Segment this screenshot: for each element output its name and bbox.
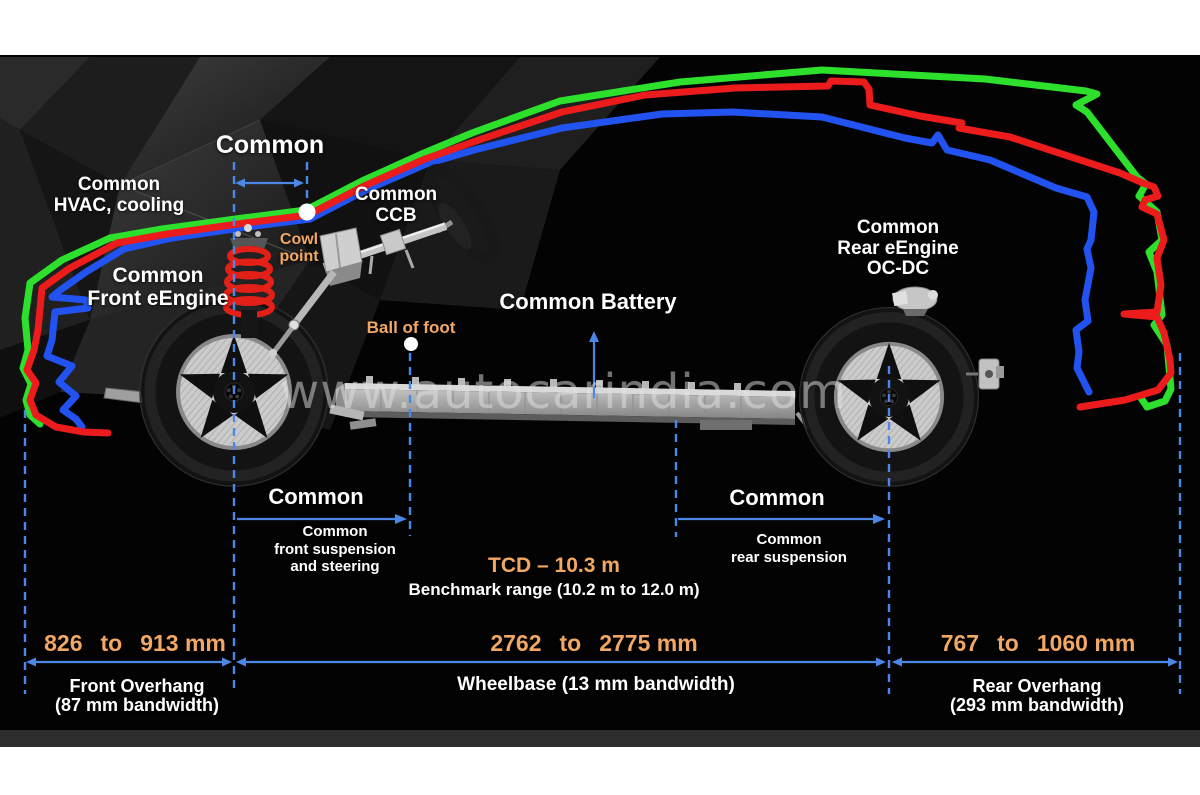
watermark: www.autocarindia.com: [280, 364, 847, 420]
variant-outline-blue-line: [43, 108, 1098, 431]
variant-outline-red-line: [23, 77, 1175, 437]
rear-suspension-header: Common: [729, 485, 825, 510]
front-strut: [223, 224, 275, 338]
cowl-point-label: Cowl point: [279, 231, 319, 266]
range-connector: to: [997, 630, 1019, 656]
ball-of-foot-label: Ball of foot: [366, 318, 456, 337]
front-overhang-label: Front Overhang (87 mm bandwidth): [54, 676, 220, 716]
rear-overhang-label: Rear Overhang (293 mm bandwidth): [949, 676, 1125, 716]
front-overhang-max: 913 mm: [140, 630, 226, 656]
ball-of-foot-dot: [404, 337, 418, 351]
rear-overhang-range: 767 to 1060 mm: [941, 631, 1136, 656]
wheelbase-min: 2762: [490, 630, 542, 656]
rear-motor-unit: [892, 286, 938, 316]
front-suspension-header: Common: [268, 484, 364, 509]
battery-label: Common Battery: [499, 289, 677, 314]
hvac-label: Common HVAC, cooling: [53, 174, 185, 216]
cowl-point-dot: [298, 203, 316, 221]
battery-mount-tabs: [366, 376, 741, 392]
tcd-benchmark: Benchmark range (10.2 m to 12.0 m): [408, 580, 700, 599]
cowl-width-header: Common: [215, 131, 325, 159]
wheelbase-max: 2775 mm: [599, 630, 698, 656]
rear-eengine-label: Common Rear eEngine OC-DC: [837, 217, 959, 280]
wheelbase-range: 2762 to 2775 mm: [490, 631, 697, 656]
dimension-arrows: [26, 178, 1178, 667]
front-eengine-label: Common Front eEngine: [87, 264, 229, 310]
range-connector: to: [559, 630, 582, 656]
coil-spring: [223, 246, 275, 318]
reference-dashed-lines: [23, 162, 1182, 694]
variant-outline-green-line: [19, 66, 1175, 428]
rear-overhang-min: 767: [940, 630, 980, 656]
front-overhang-range: 826 to 913 mm: [44, 631, 226, 656]
steering-ccb-assembly: [269, 163, 500, 430]
front-suspension-label: Common front suspension and steering: [274, 523, 396, 576]
rear-suspension-label: Common rear suspension: [731, 531, 847, 566]
rear-caliper-unit: [966, 358, 1004, 390]
rear-overhang-max: 1060 mm: [1036, 630, 1136, 656]
ccb-label: Common CCB: [354, 184, 438, 226]
bottom-gray-strip: [0, 730, 1200, 747]
wheelbase-label: Wheelbase (13 mm bandwidth): [457, 674, 735, 695]
range-connector: to: [100, 630, 123, 656]
front-overhang-min: 826: [44, 630, 83, 656]
tcd-value: TCD – 10.3 m: [488, 554, 620, 577]
